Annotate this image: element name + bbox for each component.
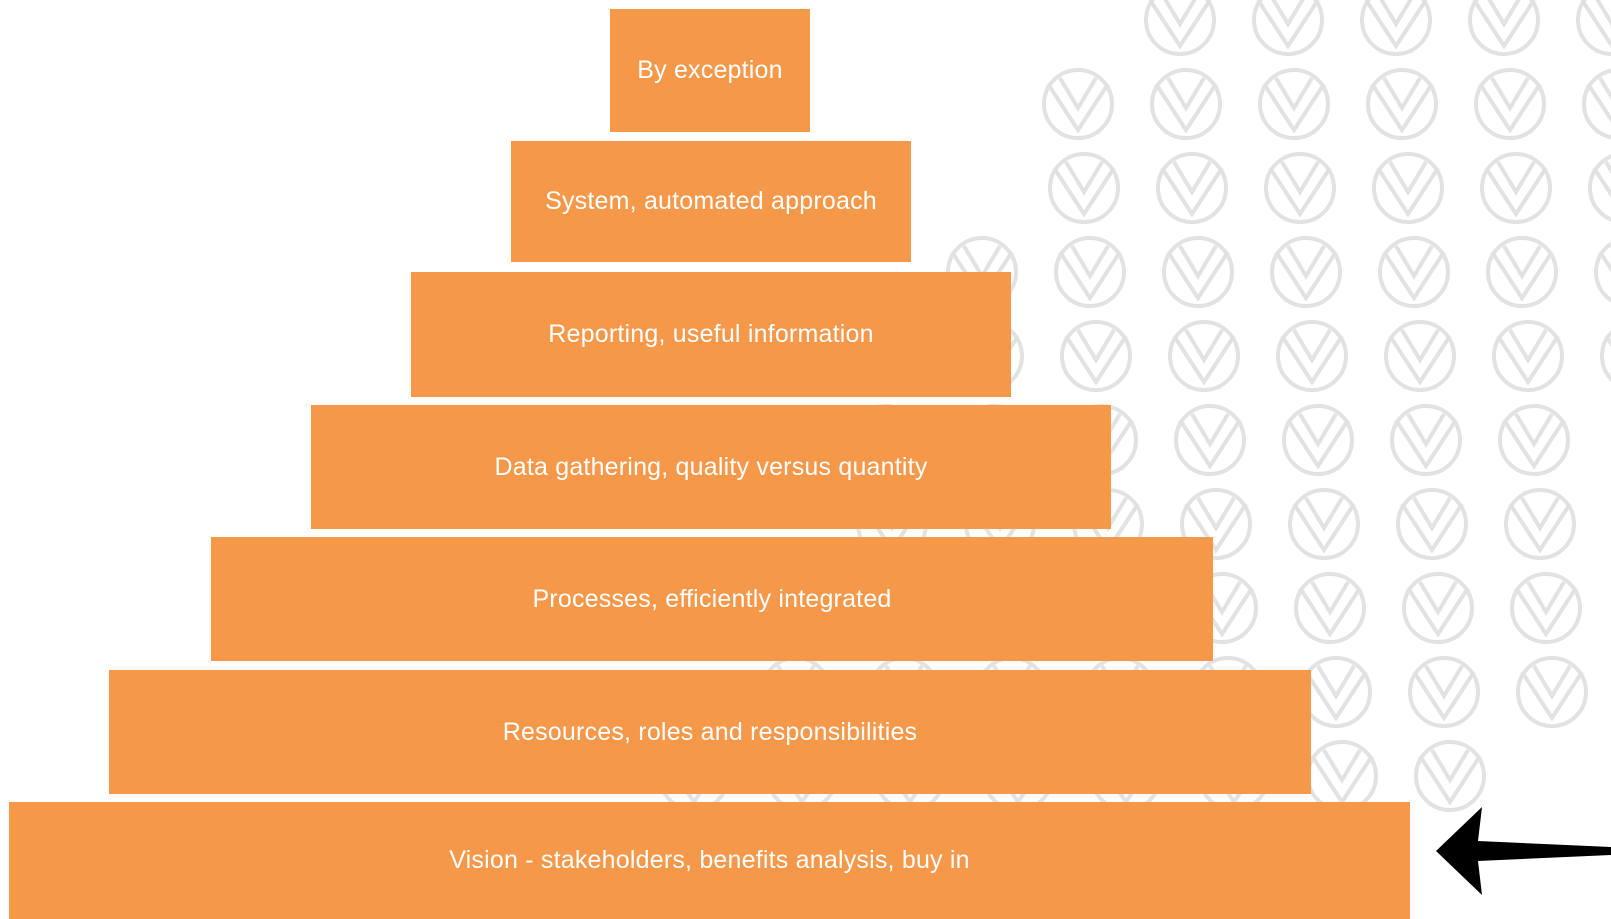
- v-logo-pattern-mark: [1162, 236, 1234, 308]
- pyramid-tier-top: By exception: [610, 9, 810, 132]
- v-logo-pattern-mark: [1486, 236, 1558, 308]
- pyramid-tier-6: Resources, roles and responsibilities: [109, 670, 1311, 794]
- v-logo-pattern-mark: [1408, 656, 1480, 728]
- v-logo-pattern-mark: [1174, 404, 1246, 476]
- v-logo-pattern-mark: [1474, 68, 1546, 140]
- v-logo-pattern-mark: [1288, 488, 1360, 560]
- v-logo-pattern-mark: [1048, 152, 1120, 224]
- v-logo-pattern-mark: [1306, 740, 1378, 812]
- v-logo-pattern-mark: [1468, 0, 1540, 56]
- tier-label: Processes, efficiently integrated: [532, 584, 892, 613]
- v-logo-pattern-mark: [1360, 0, 1432, 56]
- v-logo-pattern-mark: [1516, 656, 1588, 728]
- v-logo-pattern-mark: [1252, 0, 1324, 56]
- v-logo-pattern-mark: [1366, 68, 1438, 140]
- pyramid-tier-5: Processes, efficiently integrated: [211, 537, 1213, 661]
- pyramid-tier-3: Reporting, useful information: [411, 272, 1011, 397]
- v-logo-pattern-mark: [1588, 152, 1611, 224]
- v-logo-pattern-mark: [1492, 320, 1564, 392]
- v-logo-pattern-mark: [1582, 68, 1611, 140]
- v-logo-pattern-mark: [1144, 0, 1216, 56]
- v-logo-pattern-mark: [1402, 572, 1474, 644]
- v-logo-pattern-mark: [1414, 740, 1486, 812]
- v-logo-pattern-mark: [1150, 68, 1222, 140]
- v-logo-pattern-mark: [1276, 320, 1348, 392]
- v-logo-pattern-mark: [1378, 236, 1450, 308]
- tier-label: Resources, roles and responsibilities: [502, 717, 918, 746]
- v-logo-pattern-mark: [1258, 68, 1330, 140]
- v-logo-pattern-mark: [1498, 404, 1570, 476]
- v-logo-pattern-mark: [1396, 488, 1468, 560]
- v-logo-pattern-mark: [1480, 152, 1552, 224]
- v-logo-pattern-mark: [1372, 152, 1444, 224]
- v-logo-pattern-mark: [1282, 404, 1354, 476]
- v-logo-pattern-mark: [1294, 572, 1366, 644]
- pyramid-tier-2: System, automated approach: [511, 141, 911, 262]
- v-logo-pattern-mark: [1576, 0, 1611, 56]
- tier-label: Data gathering, quality versus quantity: [494, 452, 928, 481]
- v-logo-pattern-mark: [1054, 236, 1126, 308]
- v-logo-pattern-mark: [1600, 320, 1611, 392]
- v-logo-pattern-mark: [1384, 320, 1456, 392]
- v-logo-pattern-mark: [1060, 320, 1132, 392]
- pyramid-tier-4: Data gathering, quality versus quantity: [311, 405, 1111, 529]
- v-logo-pattern-mark: [1270, 236, 1342, 308]
- v-logo-pattern-mark: [1594, 236, 1611, 308]
- v-logo-pattern-mark: [1264, 152, 1336, 224]
- v-logo-pattern-mark: [1300, 656, 1372, 728]
- v-logo-pattern-mark: [1510, 572, 1582, 644]
- tier-label: Vision - stakeholders, benefits analysis…: [449, 846, 970, 874]
- pyramid-tier-base: Vision - stakeholders, benefits analysis…: [9, 802, 1410, 919]
- v-logo-pattern-mark: [1042, 68, 1114, 140]
- v-logo-pattern-mark: [1168, 320, 1240, 392]
- tier-label: Reporting, useful information: [548, 320, 874, 348]
- v-logo-pattern-mark: [1390, 404, 1462, 476]
- v-logo-pattern-mark: [1156, 152, 1228, 224]
- left-arrow-icon: [1436, 807, 1611, 895]
- tier-label: By exception: [637, 56, 783, 84]
- v-logo-pattern-mark: [1504, 488, 1576, 560]
- tier-label: System, automated approach: [545, 187, 877, 215]
